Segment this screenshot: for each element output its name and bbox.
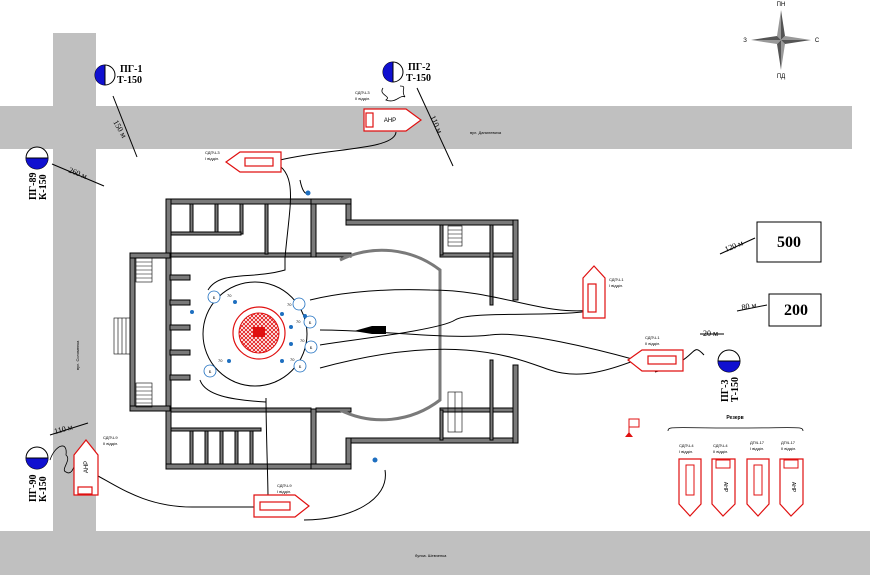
vehicle-ac-right xyxy=(582,265,606,319)
reserve-3-unit: ДПЧ-17 xyxy=(750,440,765,445)
hydrant-pg2-icon xyxy=(382,61,404,83)
hq-flag-icon xyxy=(625,418,640,437)
nozzle-outer-1: Б xyxy=(213,295,216,300)
nozzle-markers xyxy=(203,290,318,378)
reserve-2-unit: СДПЧ-4 xyxy=(713,443,728,448)
nozzle-inner-3: 70 xyxy=(296,319,301,324)
reserve-vehicle-4: ДПЧ-17 II відділ. АНР xyxy=(779,440,804,517)
source-500-value: 500 xyxy=(777,234,801,251)
reserve-vehicle-3: ДПЧ-17 I відділ. xyxy=(746,440,770,517)
reserve-1-unit: СДПЧ-4 xyxy=(679,443,694,448)
hydrant-pg1-icon xyxy=(94,64,116,86)
source-500-distance: 120 м xyxy=(723,238,744,253)
reserve-vehicle-2: СДПЧ-4 II відділ. АНР xyxy=(711,443,736,517)
building xyxy=(129,198,519,470)
source-200-distance: 80 м xyxy=(741,300,757,311)
reserve-4-unit: ДПЧ-17 xyxy=(781,440,796,445)
vehicle-anr-left: АНР xyxy=(73,439,99,496)
reserve-title: Резерв xyxy=(726,415,743,421)
vehicle-anr-top-sub: II відділ. xyxy=(355,96,370,101)
reserve-4-sub: II відділ. xyxy=(781,446,796,451)
source-200-value: 200 xyxy=(784,302,808,319)
hydrant-pg90-type: К-150 xyxy=(38,476,49,502)
hydrant-pg1-type: Т-150 xyxy=(117,75,142,86)
compass-north: ПН xyxy=(777,2,786,8)
street-top-label: вул. Данилевича xyxy=(470,130,502,135)
vehicle-ac-bottom xyxy=(253,494,310,518)
nozzle-outer-2: Б xyxy=(309,320,312,325)
hydrant-pg1-name: ПГ-1 xyxy=(120,64,142,75)
vehicles: АНР АНР xyxy=(73,108,684,518)
vehicle-ac-right-unit: СДПЧ-1 xyxy=(609,277,624,282)
vehicle-ac-top-left-sub: I відділ. xyxy=(205,156,219,161)
nozzle-inner-4: 70 xyxy=(300,338,305,343)
stairs xyxy=(113,225,463,433)
reserve-vehicle-1: СДПЧ-4 I відділ. xyxy=(678,443,702,517)
vehicle-ac-right-lower-unit: СДПЧ-1 xyxy=(645,335,660,340)
vehicle-captions: СДПЧ-3 II відділ. СДПЧ-3 I відділ. СДПЧ-… xyxy=(103,90,660,494)
hydrant-pg89-icon xyxy=(25,146,49,170)
nozzle-outer-3: Б xyxy=(310,345,313,350)
reserve-4-code: АНР xyxy=(790,482,796,493)
vehicle-ac-right-lower-sub: II відділ. xyxy=(645,341,660,346)
hydrant-pg3-icon xyxy=(717,349,741,373)
nozzle-inner-6: 70 xyxy=(218,358,223,363)
vehicle-ac-bottom-sub: I відділ. xyxy=(277,489,291,494)
hydrant-pg90-name: ПГ-90 xyxy=(28,475,39,502)
vehicle-ac-top-left xyxy=(224,151,282,173)
main-hall-circle xyxy=(202,281,308,387)
nozzle-inner-5: 70 xyxy=(290,357,295,362)
reserve-2-sub: II відділ. xyxy=(713,449,728,454)
rotunda-arc xyxy=(339,248,442,422)
hydrant-pg3: ПГ-3 Т-150 20 м xyxy=(700,329,741,402)
hydrant-pg89-name: ПГ-89 xyxy=(28,173,39,200)
vehicle-ac-right-lower xyxy=(626,349,684,372)
hydrant-pg3-type: Т-150 xyxy=(730,377,741,402)
road-top xyxy=(0,106,852,149)
nozzle-outer-4: Б xyxy=(299,364,302,369)
nozzle-outer-5: Б xyxy=(209,369,212,374)
vehicle-ac-top-left-unit: СДПЧ-3 xyxy=(205,150,220,155)
nozzle-letters: Б Б Б Б Б 70 70 70 70 70 70 xyxy=(209,293,313,374)
hydrant-pg2-name: ПГ-2 xyxy=(408,62,430,73)
compass-west: З xyxy=(743,38,747,44)
reserve-3-sub: I відділ. xyxy=(750,446,764,451)
vehicle-anr-top-unit: СДПЧ-3 xyxy=(355,90,370,95)
vehicle-anr-top-code: АНР xyxy=(384,118,396,124)
nozzles xyxy=(190,190,378,463)
road-bottom xyxy=(0,531,870,575)
compass-east: С xyxy=(815,38,820,44)
street-bottom-label: бульв. Шевченка xyxy=(415,553,447,558)
vehicle-anr-left-unit: СДПЧ-9 xyxy=(103,435,118,440)
compass-south: ПД xyxy=(777,74,785,80)
vehicle-ac-bottom-unit: СДПЧ-9 xyxy=(277,483,292,488)
nozzle-inner-2: 70 xyxy=(287,302,292,307)
reserve-2-code: АНР xyxy=(722,482,728,493)
vehicle-anr-left-sub: II відділ. xyxy=(103,441,118,446)
hydrant-pg89-type: К-150 xyxy=(38,174,49,200)
compass-rose-icon: ПН ПД З С xyxy=(743,2,820,80)
vehicle-ac-right-sub: I відділ. xyxy=(609,283,623,288)
halls xyxy=(202,248,442,422)
reserve: Резерв СДПЧ-4 I відділ. СДПЧ-4 II відділ… xyxy=(667,415,804,517)
source-200: 200 80 м xyxy=(736,293,822,327)
street-left-label: вул. Соломенка xyxy=(75,340,80,370)
hydrant-pg2-type: Т-150 xyxy=(406,73,431,84)
fire-seat xyxy=(232,306,286,360)
source-500: 500 120 м xyxy=(719,221,822,263)
reserve-1-sub: I відділ. xyxy=(679,449,693,454)
hydrant-pg3-distance: 20 м xyxy=(703,329,718,338)
vehicle-anr-left-code: АНР xyxy=(84,461,90,473)
hydrant-pg3-name: ПГ-3 xyxy=(720,380,731,402)
vehicle-anr-top: АНР xyxy=(363,108,423,132)
roads xyxy=(0,33,870,575)
hydrant-pg90-icon xyxy=(25,446,49,470)
nozzle-inner-1: 70 xyxy=(227,293,232,298)
